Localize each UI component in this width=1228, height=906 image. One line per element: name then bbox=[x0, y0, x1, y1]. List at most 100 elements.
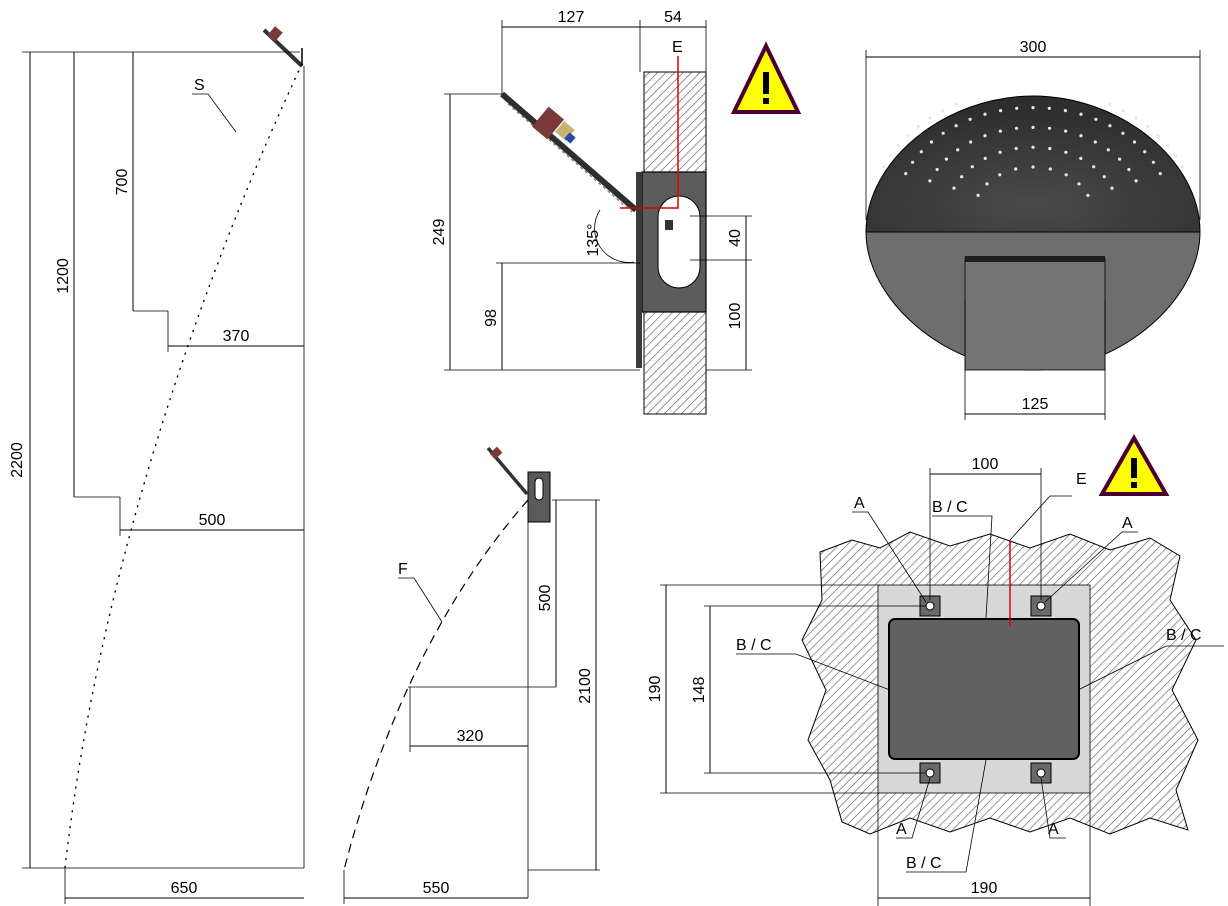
svg-text:B / C: B / C bbox=[1166, 627, 1202, 644]
nozzle-dot bbox=[1064, 129, 1068, 133]
label-a-top-left: A bbox=[852, 495, 927, 603]
nozzle-dot bbox=[941, 131, 945, 135]
dim-2200-label: 2200 bbox=[9, 442, 26, 478]
nozzle-dot bbox=[954, 124, 958, 128]
nozzle-dot bbox=[929, 140, 934, 144]
nozzle-dot bbox=[1079, 112, 1083, 116]
nozzle-dot bbox=[1151, 160, 1155, 164]
nozzle-dot bbox=[1158, 172, 1162, 176]
wall-section-upper bbox=[643, 71, 707, 173]
dim-40-label: 40 bbox=[727, 229, 744, 247]
nozzle-dot bbox=[1156, 133, 1160, 138]
svg-text:E: E bbox=[1076, 471, 1087, 488]
nozzle-dot bbox=[999, 109, 1003, 113]
svg-text:A: A bbox=[1122, 515, 1133, 532]
nozzle-dot bbox=[1106, 148, 1110, 152]
nozzle-dot bbox=[1048, 146, 1052, 151]
top-view: 300 125 bbox=[865, 39, 1201, 420]
nozzle-dot bbox=[935, 167, 939, 172]
nozzle-dot bbox=[976, 193, 980, 197]
dim-2200: 2200 bbox=[9, 51, 304, 869]
nozzle-dot bbox=[1143, 150, 1147, 154]
nozzle-dot bbox=[969, 140, 973, 144]
dim-190-vertical-label: 190 bbox=[647, 676, 664, 703]
nozzle-dot bbox=[956, 148, 960, 152]
nozzle-dot bbox=[983, 134, 987, 138]
svg-text:B / C: B / C bbox=[932, 499, 968, 516]
dim-127-label: 127 bbox=[558, 9, 585, 26]
nozzle-dot bbox=[941, 109, 945, 113]
dim-2100: 2100 bbox=[528, 499, 600, 871]
wall-plate bbox=[636, 172, 642, 368]
dim-190-vertical: 190 bbox=[647, 584, 880, 794]
warning-sign-icon bbox=[730, 41, 802, 114]
label-bc-bottom: B / C bbox=[906, 759, 987, 873]
nozzle-dots bbox=[882, 102, 1184, 197]
svg-text:A: A bbox=[896, 821, 907, 838]
nozzle-dot bbox=[985, 182, 989, 186]
dim-54: 54 bbox=[640, 9, 707, 72]
nozzle-dot bbox=[998, 173, 1002, 177]
nozzle-dot bbox=[904, 172, 908, 176]
dim-100-mounting: 100 bbox=[929, 456, 1042, 600]
dim-500-large-label: 500 bbox=[199, 512, 226, 529]
nozzle-dot bbox=[896, 143, 901, 147]
side-view-small: 2100 500 320 550 F bbox=[343, 446, 600, 904]
nozzle-dot bbox=[1134, 179, 1138, 183]
nozzle-dot bbox=[1108, 102, 1112, 106]
nozzle-dot bbox=[1064, 150, 1068, 154]
dim-54-label: 54 bbox=[664, 9, 682, 26]
slot-pin bbox=[665, 220, 673, 230]
dim-100-section-label: 100 bbox=[727, 303, 744, 330]
dim-249: 249 bbox=[431, 93, 640, 371]
disc-nozzle-face bbox=[865, 95, 1201, 233]
nozzle-dot bbox=[998, 150, 1002, 154]
side-view-large: 2200 1200 700 370 500 650 bbox=[9, 26, 305, 904]
dim-650: 650 bbox=[64, 868, 304, 904]
nozzle-dot bbox=[1146, 124, 1150, 128]
nozzle-dot bbox=[998, 129, 1003, 133]
nozzle-dot bbox=[1180, 165, 1184, 169]
dim-148: 148 bbox=[691, 605, 926, 774]
nozzle-dot bbox=[1014, 126, 1019, 130]
dim-700: 700 bbox=[114, 52, 168, 312]
nozzle-dot bbox=[906, 133, 910, 138]
nozzle-dot bbox=[1127, 167, 1131, 172]
mounting-view: E 100 190 190 148 bbox=[647, 456, 1224, 906]
nozzle-dot bbox=[1063, 109, 1067, 113]
dim-300-label: 300 bbox=[1020, 39, 1047, 56]
warning-sign-icon-2 bbox=[1098, 433, 1170, 496]
dim-370: 370 bbox=[167, 311, 304, 352]
angle-label: 135° bbox=[585, 223, 602, 256]
mounting-slot bbox=[657, 195, 701, 289]
nozzle-dot bbox=[1086, 193, 1090, 197]
label-bc-top: B / C bbox=[932, 499, 993, 619]
nozzle-dot bbox=[1014, 167, 1018, 171]
nozzle-dot bbox=[1121, 109, 1125, 113]
nozzle-dot bbox=[882, 165, 886, 169]
nozzle-dot bbox=[1094, 117, 1098, 121]
spray-label-s: S bbox=[192, 77, 237, 133]
dim-100-mounting-label: 100 bbox=[972, 456, 999, 473]
mounting-lugs bbox=[919, 595, 1052, 784]
nozzle-dot bbox=[928, 179, 932, 183]
dim-249-label: 249 bbox=[431, 219, 448, 246]
nozzle-dot bbox=[1047, 126, 1052, 130]
nozzle-dot bbox=[1048, 167, 1052, 171]
label-a-bottom-right: A bbox=[1040, 777, 1066, 839]
nozzle-dot bbox=[1079, 134, 1083, 138]
dim-320-label: 320 bbox=[457, 728, 484, 745]
nozzle-dot bbox=[1014, 146, 1018, 151]
spray-label-f: F bbox=[398, 561, 443, 623]
nozzle-dot bbox=[1166, 143, 1170, 147]
nozzle-dot bbox=[1108, 124, 1112, 128]
nozzle-dot bbox=[1031, 106, 1035, 110]
dim-550: 550 bbox=[343, 870, 528, 904]
nozzle-dot bbox=[1079, 156, 1083, 160]
nozzle-dot bbox=[1174, 154, 1178, 158]
nozzle-dot bbox=[1118, 157, 1122, 161]
dim-700-label: 700 bbox=[114, 169, 131, 196]
nozzle-dot bbox=[1093, 140, 1097, 144]
nozzle-dot bbox=[1092, 165, 1096, 169]
nozzle-dot bbox=[888, 154, 893, 158]
